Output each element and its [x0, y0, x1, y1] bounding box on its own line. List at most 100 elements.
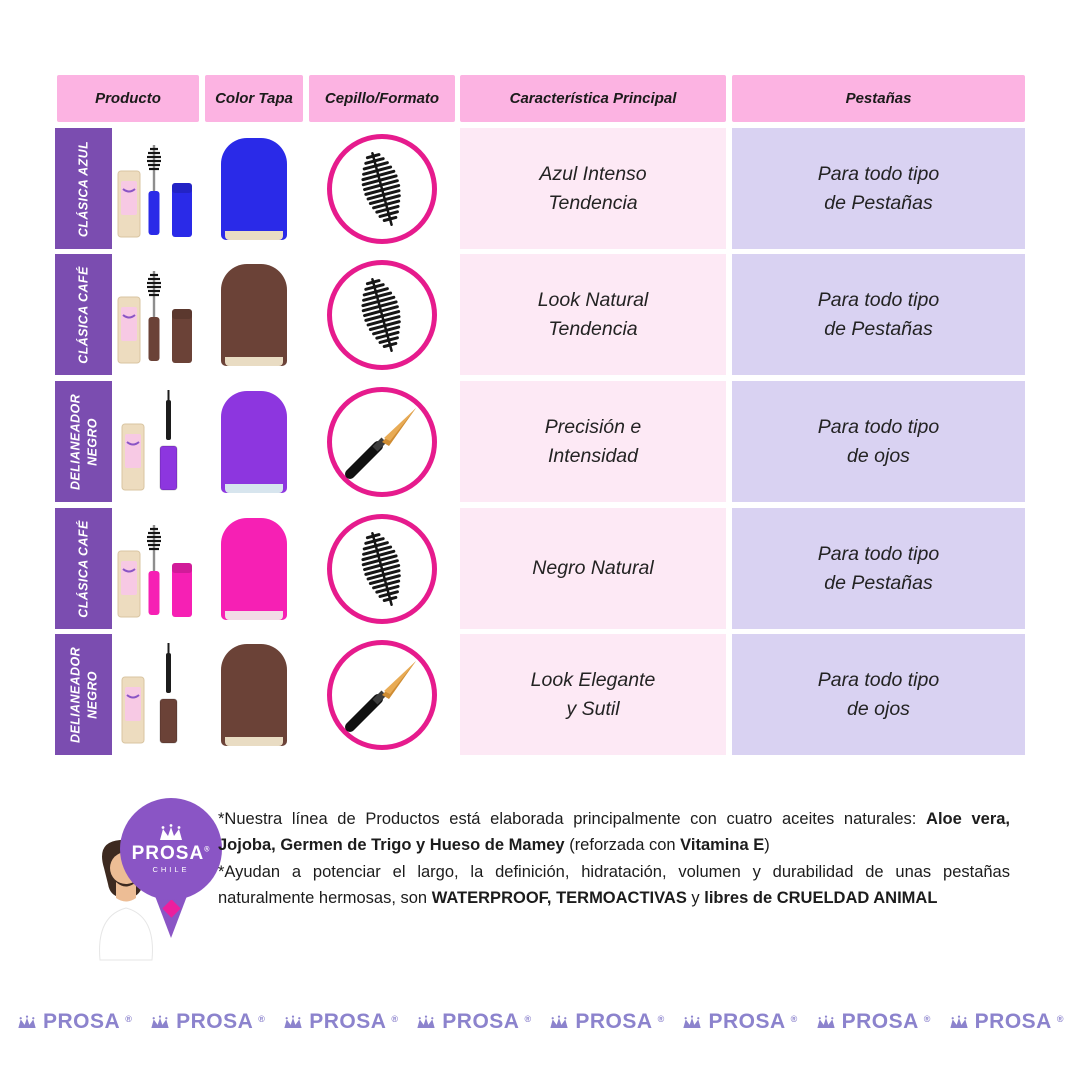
lashes-line: de Pestañas [824, 571, 933, 594]
footer-logo: PROSA® [149, 1010, 265, 1034]
table-row: DELIANEADOR NEGRO [0, 381, 1080, 502]
lashes-line: de ojos [847, 697, 910, 720]
lashes-cell: Para todo tipo de ojos [732, 634, 1025, 755]
product-image-mascara [112, 508, 204, 629]
liner-product-icon [121, 389, 178, 490]
row-label-clasica-cafe: CLÁSICA CAFÉ [55, 254, 112, 375]
footnote-text: *Nuestra línea de Productos está elabora… [218, 806, 1010, 912]
crown-icon [160, 824, 182, 840]
footer-logo: PROSA® [681, 1010, 797, 1034]
brush-cell [309, 508, 455, 629]
row-label-delineador-negro: DELIANEADOR NEGRO [55, 381, 112, 502]
brush-circle [327, 386, 437, 497]
pin-circle: PROSA® CHILE [120, 798, 222, 900]
logo-country-text: CHILE [152, 865, 190, 874]
footnote-paragraph-1: *Nuestra línea de Productos está elabora… [218, 810, 1011, 855]
column-header-cepillo-formato: Cepillo/Formato [309, 75, 455, 122]
row-label-delineador-negro: DELIANEADOR NEGRO [55, 634, 112, 755]
cap-shape [221, 643, 287, 746]
crown-icon [417, 1015, 435, 1028]
mascara-product-icon [117, 144, 192, 237]
feature-line: Negro Natural [532, 557, 654, 580]
feature-cell: Negro Natural [460, 508, 726, 629]
lashes-cell: Para todo tipo de Pestañas [732, 128, 1025, 249]
mascara-product-icon [117, 524, 192, 617]
column-header-producto: Producto [57, 75, 199, 122]
crown-icon [816, 1015, 835, 1028]
lashes-cell: Para todo tipo de ojos [732, 381, 1025, 502]
cap-base [225, 356, 283, 366]
feature-line: Azul Intenso [539, 163, 647, 186]
footnote-paragraph-2: *Ayudan a potenciar el largo, la definic… [218, 862, 1010, 908]
liner-brush-icon [345, 660, 416, 732]
spoolie-brush-icon [361, 277, 401, 352]
crown-icon [284, 1015, 302, 1028]
feature-cell: Precisión e Intensidad [460, 381, 726, 502]
lashes-line: Para todo tipo [817, 289, 940, 312]
cap-base [225, 230, 283, 240]
brand-logo-pin: PROSA® CHILE [92, 796, 242, 966]
table-row: CLÁSICA CAFÉ [0, 254, 1080, 375]
column-header-color-tapa: Color Tapa [205, 75, 303, 122]
row-label-clasica-azul: CLÁSICA AZUL [55, 128, 112, 249]
crown-icon [550, 1015, 569, 1028]
cap-shape [221, 137, 287, 240]
footer-logo: PROSA® [548, 1010, 664, 1034]
feature-cell: Look Natural Tendencia [460, 254, 726, 375]
feature-cell: Look Elegante y Sutil [460, 634, 726, 755]
brush-circle [327, 639, 437, 750]
column-header-pestanas: Pestañas [732, 75, 1025, 122]
feature-line: Look Natural [537, 289, 649, 312]
crown-icon [683, 1015, 702, 1028]
cap-shape [221, 517, 287, 620]
crown-icon [18, 1015, 36, 1028]
lashes-line: Para todo tipo [817, 543, 940, 566]
row-label-text: CLÁSICA CAFÉ [76, 519, 91, 618]
cap-color-cell [205, 128, 303, 249]
table-row: CLÁSICA AZUL [0, 128, 1080, 249]
cap-color-cell [205, 254, 303, 375]
feature-line: Look Elegante [530, 669, 656, 692]
footer-logo: PROSA® [282, 1010, 398, 1034]
logo-brand-text: PROSA® [131, 843, 211, 864]
lashes-line: Para todo tipo [817, 416, 940, 439]
crown-icon [151, 1015, 169, 1028]
feature-line: Tendencia [548, 191, 638, 214]
feature-line: Tendencia [548, 317, 638, 340]
spoolie-brush-icon [361, 151, 401, 226]
mascara-product-icon [117, 270, 192, 363]
row-label-text: CLÁSICA CAFÉ [76, 265, 91, 364]
product-image-mascara [112, 128, 204, 249]
footer-logo: PROSA® [948, 1010, 1064, 1034]
row-label-text: CLÁSICA AZUL [76, 140, 91, 237]
feature-cell: Azul Intenso Tendencia [460, 128, 726, 249]
footer-logo: PROSA® [16, 1010, 132, 1034]
cap-base [225, 483, 283, 493]
cap-color-cell [205, 634, 303, 755]
brush-circle [327, 513, 437, 624]
liner-product-icon [121, 642, 178, 743]
footer-brand-strip: PROSA® PROSA® PROSA® PROSA® PROSA® PROSA… [0, 1000, 1080, 1044]
brush-cell [309, 254, 455, 375]
lashes-line: de Pestañas [824, 317, 933, 340]
cap-color-cell [205, 508, 303, 629]
lashes-line: Para todo tipo [817, 669, 940, 692]
lashes-cell: Para todo tipo de Pestañas [732, 254, 1025, 375]
footer-logo: PROSA® [415, 1010, 531, 1034]
row-label-text: DELIANEADOR NEGRO [68, 393, 99, 490]
crown-icon [950, 1015, 968, 1028]
cap-base [225, 736, 283, 746]
liner-brush-icon [345, 407, 416, 479]
lashes-cell: Para todo tipo de Pestañas [732, 508, 1025, 629]
product-image-liner [112, 381, 204, 502]
product-image-liner [112, 634, 204, 755]
brush-cell [309, 381, 455, 502]
brush-circle [327, 133, 437, 244]
lashes-line: de ojos [847, 444, 910, 467]
table-row: CLÁSICA CAFÉ [0, 508, 1080, 629]
footer-logo: PROSA® [815, 1010, 931, 1034]
cap-base [225, 610, 283, 620]
brush-cell [309, 634, 455, 755]
feature-line: Intensidad [548, 444, 638, 467]
